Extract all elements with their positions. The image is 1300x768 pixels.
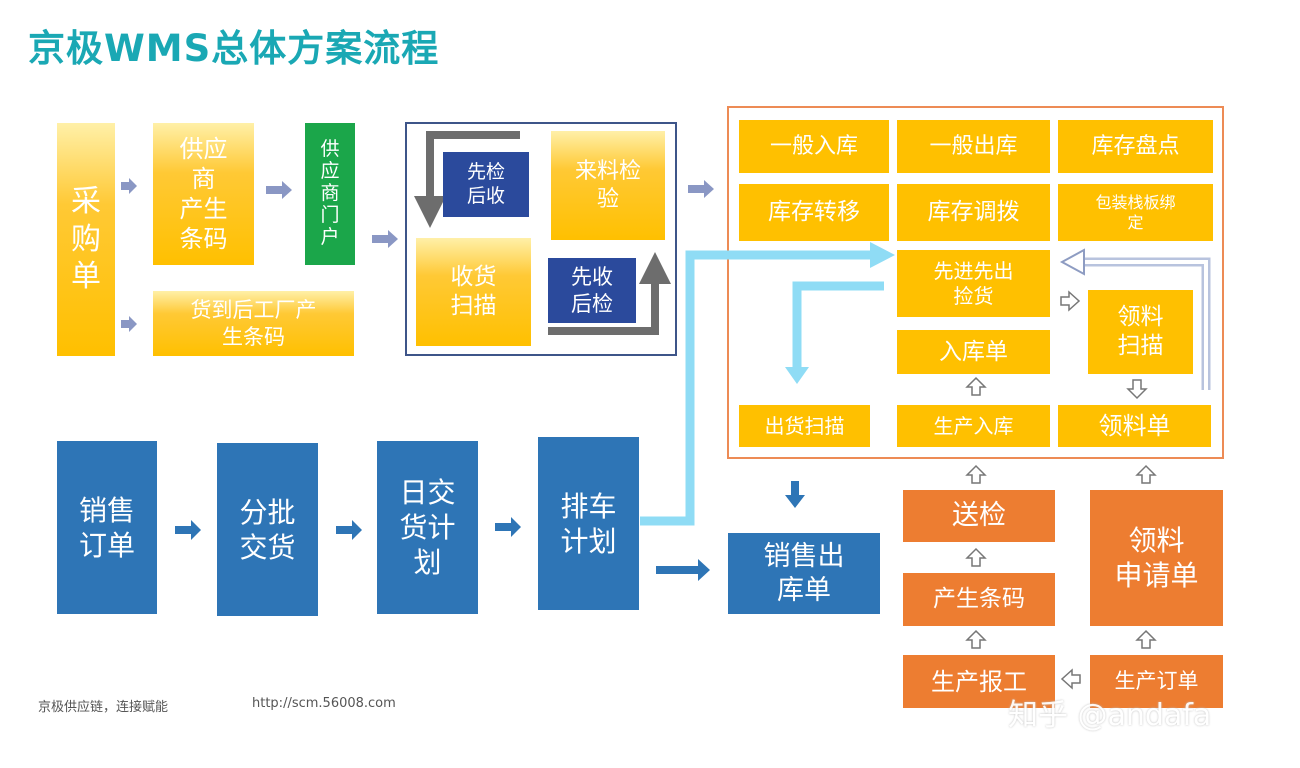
arrow-right-icon [175,520,201,540]
factory-barcode-box: 货到后工厂产 生条码 [153,291,354,356]
arrow-right-icon [495,517,521,537]
arrow-right-icon [372,230,398,248]
arrow-left-icon [1060,668,1081,690]
arrow-up-icon [1135,464,1157,484]
small-arrow-group [121,178,714,332]
arrow-right-icon [336,520,362,540]
pallet-binding-box: 包装栈板绑 定 [1058,184,1213,241]
batch-delivery-box: 分批 交货 [217,443,318,616]
loop-arrow-down [414,131,520,228]
supplier-portal-box: 供 应 商 门 户 [305,123,355,265]
arrow-right-icon [688,180,714,198]
arrow-up-icon [965,629,987,649]
watermark: 知乎 @andafa [1008,698,1212,733]
hollow-arrow-group [965,290,1157,690]
material-order-box: 领料单 [1058,405,1211,447]
stock-count-box: 库存盘点 [1058,120,1213,173]
send-inspection-box: 送检 [903,490,1055,542]
arrow-right-icon [1060,290,1081,312]
receiving-scan-box: 收货 扫描 [416,238,531,346]
general-outbound-box: 一般出库 [897,120,1050,173]
shipping-scan-box: 出货扫描 [739,405,870,447]
footer-url: http://scm.56008.com [252,696,396,711]
sales-order-box: 销售 订单 [57,441,157,614]
production-order-box: 生产订单 [1090,655,1223,708]
material-scan-box: 领料 扫描 [1088,290,1193,374]
material-request-box: 领料 申请单 [1090,490,1223,626]
page-title: 京极WMS总体方案流程 [28,27,440,70]
arrow-up-icon [965,547,987,567]
arrow-down-icon [1126,379,1148,400]
arrow-up-icon [965,376,987,396]
general-inbound-box: 一般入库 [739,120,889,173]
arrow-right-icon [870,242,895,268]
warehouse-operations-frame [727,106,1224,459]
light-blue-path [640,250,873,526]
incoming-inspection-box: 来料检 验 [551,131,665,240]
receive-first-box: 先收 后检 [548,258,636,323]
arrow-up-icon [965,464,987,484]
light-blue-path-down [792,281,884,370]
purchase-order-box: 采 购 单 [57,123,115,356]
inbound-order-box: 入库单 [897,330,1050,374]
production-report-box: 生产报工 [903,655,1055,708]
arrow-right-icon [656,559,710,581]
supplier-barcode-box: 供应 商 产生 条码 [153,123,254,265]
stock-transfer-box: 库存转移 [739,184,889,241]
stock-allocation-box: 库存调拨 [897,184,1050,241]
arrow-up-icon [1135,629,1157,649]
arrow-right-icon [266,181,292,199]
inspection-frame [405,122,677,356]
arrow-right-icon [121,178,137,194]
production-inbound-box: 生产入库 [897,405,1050,447]
arrow-right-icon [121,316,137,332]
footer-slogan: 京极供应链，连接赋能 [38,700,169,715]
fifo-picking-box: 先进先出 捡货 [897,250,1050,317]
daily-delivery-plan-box: 日交 货计 划 [377,441,478,614]
loop-arrow-up [548,252,671,335]
generate-barcode-box: 产生条码 [903,573,1055,626]
arrow-left-icon [1059,248,1085,276]
sales-arrow-group [175,481,805,581]
inspect-first-box: 先检 后收 [443,152,529,217]
arrow-down-icon [785,481,805,508]
arrow-down-icon [785,367,809,384]
vehicle-plan-box: 排车 计划 [538,437,639,610]
sales-outbound-box: 销售出 库单 [728,533,880,614]
